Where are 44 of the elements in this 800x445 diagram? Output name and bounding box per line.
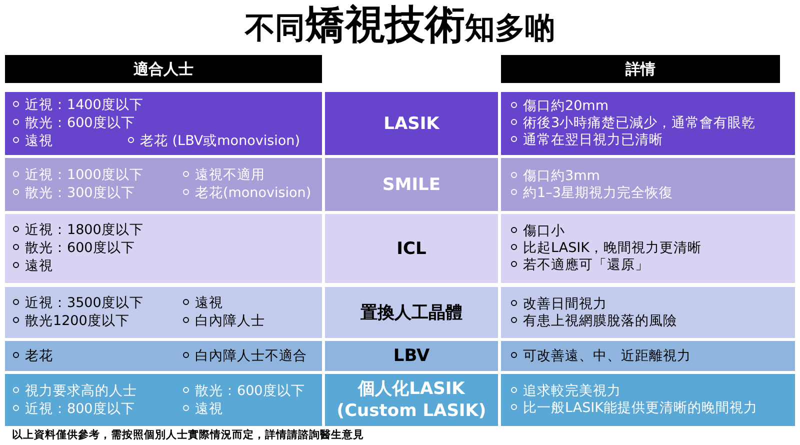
technique-name: 置換人工晶體 [360,302,464,324]
list-item: 比起LASIK，晚間視力更清晰 [511,240,795,257]
list-item: 若不適應可「還原」 [511,257,795,274]
list-item: 近視：800度以下 [13,400,135,418]
list-item: 傷口小 [511,223,795,240]
list-item: 散光：300度以下 [13,185,135,202]
list-item: 散光：600度以下 [13,240,135,257]
column-header: 詳情 [501,55,780,83]
list-item: 有患上視網膜脫落的風險 [511,312,795,330]
title: 不同矯視技術知多啲 [244,2,556,50]
list-item: 散光：600度以下 [13,115,135,132]
list-item: 遠視 [183,295,223,312]
list-item: 傷口約3mm [511,168,795,184]
list-item: 視力要求高的人士 [13,382,137,400]
list-item: 術後3小時痛楚已減少，通常會有眼乾 [511,115,795,132]
technique-name: 個人化LASIK (Custom LASIK) [336,378,488,422]
list-item: 可改善遠、中、近距離視力 [511,348,795,364]
list-item: 散光1200度以下 [13,313,130,330]
list-item: 追求較完美視力 [511,383,795,400]
list-item: 老花(monovision) [183,185,312,202]
list-item: 遠視 [183,400,223,418]
technique-name: LBV [392,345,431,367]
list-item: 白內障人士不適合 [183,348,307,364]
list-item: 約1–3星期視力完全恢復 [511,184,795,202]
list-item: 遠視不適用 [183,167,265,184]
list-item: 老花 (LBV或monovision) [128,133,300,150]
list-item: 近視：3500度以下 [13,295,144,312]
technique-name: LASIK [382,112,441,134]
list-item: 遠視 [13,258,53,275]
list-item: 改善日間視力 [511,296,795,312]
technique-name: SMILE [382,174,442,196]
footnote: 以上資料僅供參考，需按照個別人士實際情況而定，詳情請諮詢醫生意見 [12,428,364,442]
list-item: 散光：600度以下 [183,382,305,400]
list-item: 遠視 [13,133,53,150]
list-item: 白內障人士 [183,313,265,330]
list-item: 傷口約20mm [511,98,795,115]
list-item: 近視：1400度以下 [13,97,144,114]
list-item: 老花 [13,348,53,364]
technique-name: ICL [396,238,428,260]
list-item: 比一般LASIK能提供更清晰的晚間視力 [511,400,795,417]
list-item: 近視：1800度以下 [13,222,144,239]
column-header: 適合人士 [5,55,322,83]
list-item: 通常在翌日視力已清晰 [511,132,795,149]
list-item: 近視：1000度以下 [13,167,144,184]
